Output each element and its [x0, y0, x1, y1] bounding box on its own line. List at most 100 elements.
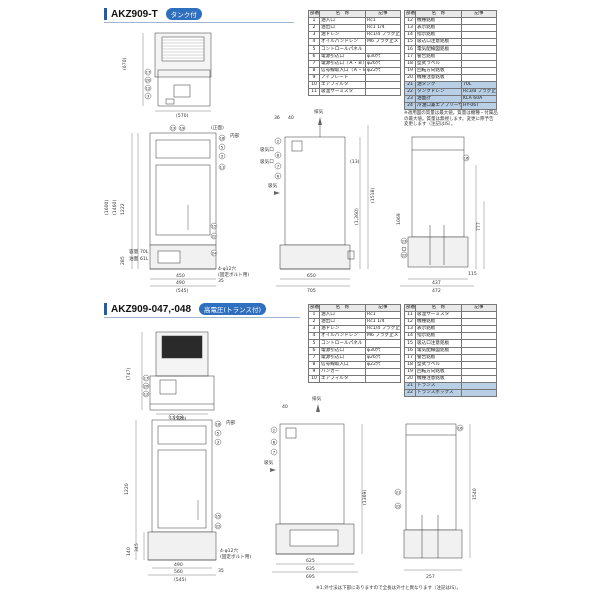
front-view-door: [155, 164, 211, 236]
holes-label: 4-φ12穴: [220, 547, 238, 554]
oil-level-value: 61L: [140, 256, 149, 262]
dim-text: 345: [134, 543, 140, 552]
dim-text: 777: [476, 222, 482, 231]
inner-label: 内部: [226, 419, 236, 426]
dim-text: 1069: [396, 213, 402, 225]
intake-arrow: [270, 468, 276, 472]
svg-text:3: 3: [147, 93, 150, 98]
table-cell: 11: [404, 311, 416, 320]
dim-text: 490: [176, 280, 185, 286]
section2-note: ※1.外寸法は下部にありますので全長は外寸と異なります（注記はIS）。: [316, 586, 461, 591]
table-header-cell: 名 称: [319, 303, 366, 313]
inlet-hole-label: 吸気口: [260, 158, 274, 165]
dim-text: 695: [306, 574, 315, 580]
table-cell: 吸温サーミスタ: [415, 311, 462, 320]
front-view-transformer-box: [147, 531, 217, 561]
section1-header: AKZ909-T タンク付: [104, 7, 202, 21]
volume-label: 容量: [129, 248, 139, 255]
svg-text:22: 22: [396, 503, 401, 508]
section-divider: [104, 22, 294, 23]
holes-note: (固定ボルト用): [220, 553, 251, 560]
side-view-body: [279, 423, 345, 525]
dim-text: 140: [126, 547, 132, 556]
dim-text: 625: [306, 558, 315, 564]
front-view-body: [149, 132, 217, 246]
section2-model: AKZ909-047,-048: [111, 303, 192, 315]
dim-text: 437: [432, 280, 441, 286]
svg-text:20: 20: [144, 383, 149, 388]
table-header-cell: 部番: [308, 9, 320, 19]
exhaust-label: 排気: [312, 395, 322, 402]
dim-text: 36: [274, 115, 280, 121]
side-view-tank: [279, 244, 351, 270]
svg-text:17: 17: [144, 375, 149, 380]
top-view-transformer: [149, 375, 215, 411]
dim-text: 115: [468, 271, 477, 277]
svg-text:23: 23: [402, 238, 407, 243]
table-header-cell: 部番: [404, 303, 416, 313]
top-view-tank: [157, 69, 211, 107]
dim-text: 40: [288, 115, 294, 121]
dim-text: (1600): [104, 200, 110, 215]
table-header-cell: 名 称: [415, 9, 462, 19]
dim-text: (545): [174, 577, 187, 583]
svg-text:24: 24: [212, 250, 217, 255]
holes-label: 4-φ12穴: [218, 265, 236, 272]
inlet-hole-label: 吸気口: [260, 146, 274, 153]
svg-text:18: 18: [216, 421, 221, 426]
dim-text: (1,360): [354, 208, 360, 225]
section1-tag: タンク付: [165, 8, 202, 20]
intake-arrow: [274, 191, 280, 195]
svg-text:8: 8: [273, 439, 276, 444]
table-header-cell: 記事: [461, 9, 497, 19]
intake-label: 吸気: [264, 459, 274, 466]
rear-view-tank: [407, 236, 469, 268]
dim-text: 705: [307, 288, 316, 294]
table-header-cell: 記事: [461, 303, 497, 313]
svg-text:15: 15: [212, 223, 217, 228]
dim-text: 1540: [472, 488, 478, 500]
section2-tag: 高電圧(トランス付): [199, 303, 266, 315]
front-view-body: [151, 419, 213, 533]
intake-label: 吸気: [268, 182, 278, 189]
table-cell: Rc1: [365, 311, 401, 320]
volume-value: 70L: [140, 249, 149, 255]
side-view-port: [285, 427, 297, 439]
dim-text: (13): [350, 159, 360, 165]
svg-text:12: 12: [144, 391, 149, 396]
dim-text: (520): [174, 416, 187, 422]
table-header-cell: 記事: [365, 9, 401, 19]
table-header-row: 部番名 称記事: [308, 303, 401, 313]
svg-text:19: 19: [178, 414, 183, 419]
svg-text:21: 21: [396, 489, 401, 494]
dim-text: (1518): [370, 188, 376, 203]
dim-text: (1460): [112, 200, 118, 215]
section-marker: [104, 303, 107, 315]
dim-text: 560: [174, 569, 183, 575]
side-view-body: [284, 136, 346, 246]
section-marker: [104, 8, 107, 20]
svg-text:16: 16: [458, 425, 463, 430]
side-view-port: [291, 140, 303, 152]
table-cell: [365, 88, 401, 97]
table-header-row: 部番名 称記事: [404, 9, 497, 19]
svg-text:13: 13: [170, 414, 175, 419]
svg-text:3: 3: [217, 439, 220, 444]
svg-text:7: 7: [277, 163, 280, 168]
svg-text:2: 2: [277, 138, 280, 143]
table-header-cell: 部番: [404, 9, 416, 19]
dim-text: 650: [307, 273, 316, 279]
table-cell: 1: [308, 17, 320, 26]
